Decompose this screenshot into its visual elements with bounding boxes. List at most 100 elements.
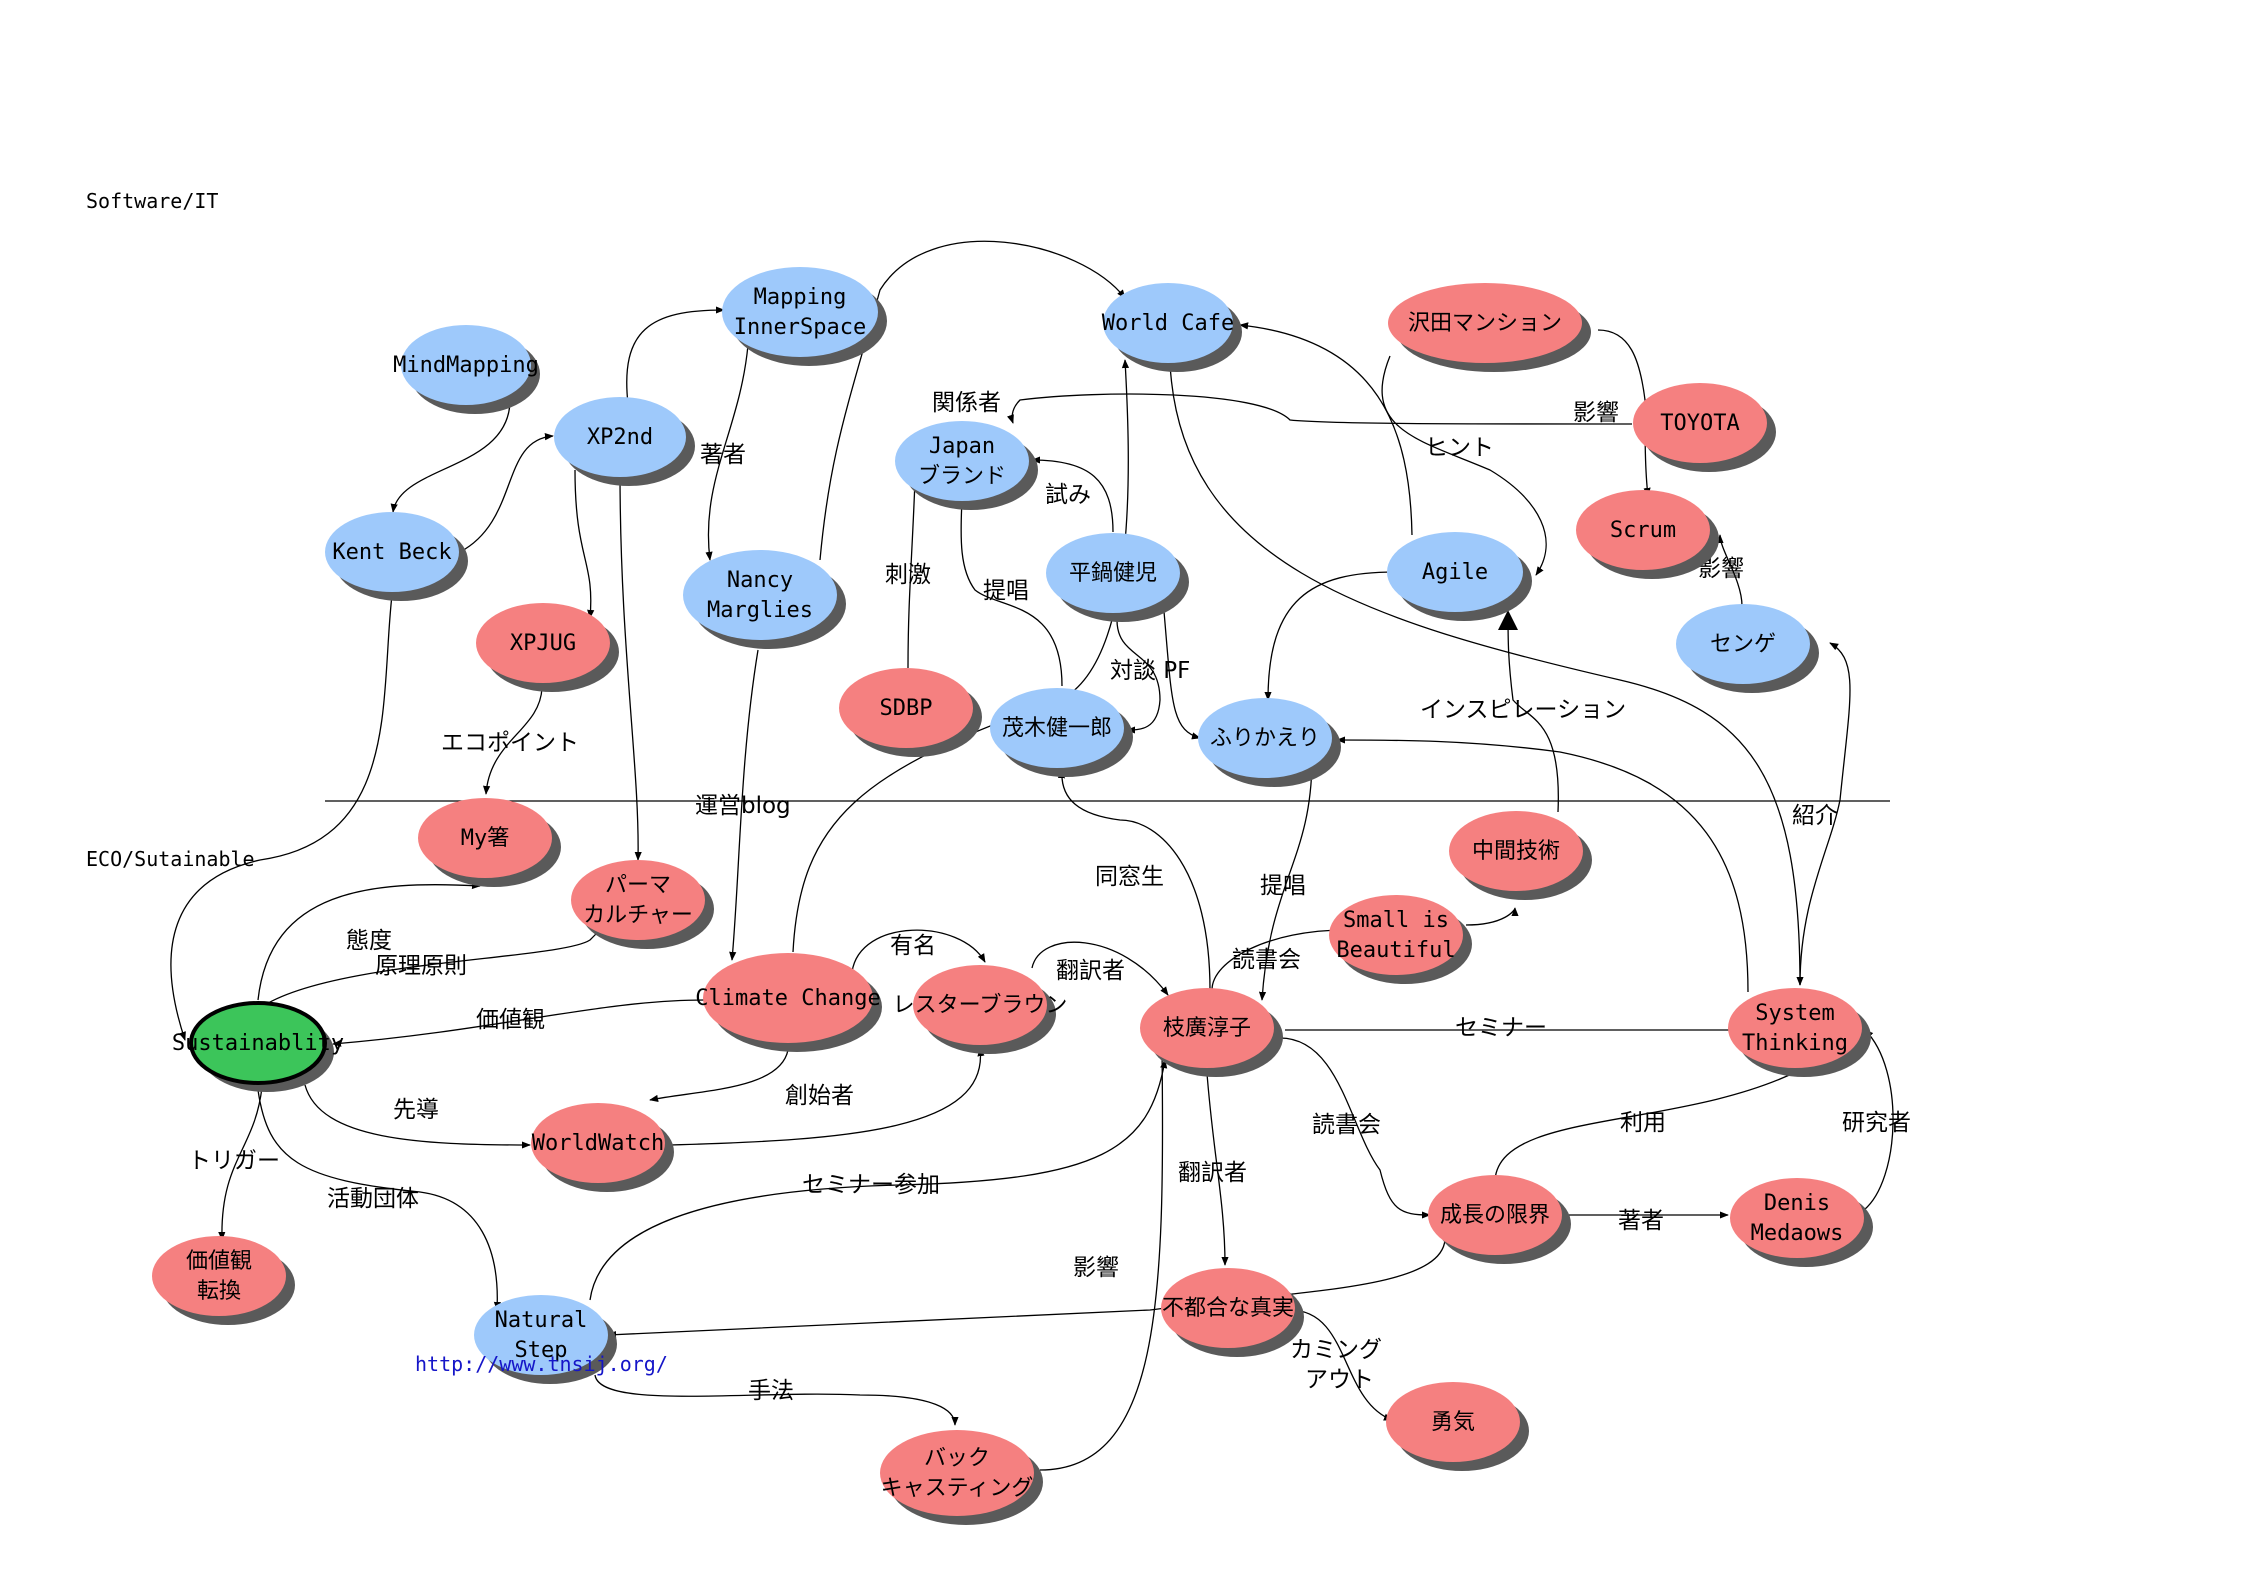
node-label: カルチャー xyxy=(583,903,693,928)
edge-xp2nd-xpjug xyxy=(574,469,595,619)
edge-edahiro-seicho xyxy=(1279,1037,1431,1219)
edge-mapping-nancy xyxy=(705,344,749,561)
edge-edahiro-small xyxy=(1211,926,1346,991)
node-agile[interactable]: Agile xyxy=(1387,532,1532,621)
label-kenkyu: 研究者 xyxy=(1842,1110,1911,1136)
label-seminar: セミナー xyxy=(1455,1015,1547,1041)
edge-climate-brown xyxy=(851,929,986,973)
node-futsugou[interactable]: 不都合な真実 xyxy=(1161,1268,1304,1357)
node-label: 沢田マンション xyxy=(1408,311,1562,336)
label-honyaku2: 翻訳者 xyxy=(1178,1160,1247,1186)
natural-step-url[interactable]: http://www.tnsij.org/ xyxy=(415,1352,668,1376)
node-toyota[interactable]: TOYOTA xyxy=(1633,383,1776,472)
node-label: Small is xyxy=(1343,908,1449,933)
node-shape xyxy=(1633,383,1767,463)
node-worldcafe[interactable]: World Cafe xyxy=(1102,283,1242,372)
node-climate[interactable]: Climate Change xyxy=(695,953,882,1052)
edge-sawada-agile xyxy=(1381,355,1547,576)
edge-edahiro-futsugou xyxy=(1205,1059,1229,1266)
node-label: SDBP xyxy=(880,696,933,721)
edge-system-senge xyxy=(1799,642,1851,986)
label-chosha1: 著者 xyxy=(700,442,746,468)
node-edahiro[interactable]: 枝廣淳子 xyxy=(1140,988,1283,1077)
label-eikyo1: 影響 xyxy=(1573,400,1619,426)
node-sdbp[interactable]: SDBP xyxy=(839,668,982,757)
node-small[interactable]: Small is Beautiful xyxy=(1329,895,1472,984)
node-shape xyxy=(990,688,1124,768)
node-label: 不都合な真実 xyxy=(1162,1296,1294,1321)
node-label: 成長の限界 xyxy=(1440,1203,1550,1228)
edge-xpjug-mybashi xyxy=(483,687,543,795)
node-seicho[interactable]: 成長の限界 xyxy=(1428,1175,1571,1264)
node-label: Natural xyxy=(495,1308,588,1333)
node-label: 勇気 xyxy=(1431,1410,1475,1435)
node-label: XP2nd xyxy=(587,425,653,450)
node-sustain[interactable]: Sustainablity xyxy=(172,1001,344,1092)
node-furikaeri[interactable]: ふりかえり xyxy=(1198,698,1341,787)
label-teisho1: 提唱 xyxy=(983,578,1029,604)
node-label: Climate Change xyxy=(695,986,880,1011)
edge-small-chuukan xyxy=(1465,907,1519,926)
node-yuuki[interactable]: 勇気 xyxy=(1386,1382,1529,1471)
node-label: World Cafe xyxy=(1102,311,1234,336)
label-kankeisha: 関係者 xyxy=(932,390,1001,416)
node-chuukan[interactable]: 中間技術 xyxy=(1449,811,1592,900)
node-label: Beautiful xyxy=(1336,938,1455,963)
node-shape xyxy=(895,421,1029,501)
node-worldwatch[interactable]: WorldWatch xyxy=(531,1103,674,1192)
node-kentbeck[interactable]: Kent Beck xyxy=(325,512,468,601)
node-shape xyxy=(531,1103,665,1183)
node-shape xyxy=(683,550,837,640)
edge-nancy-climate xyxy=(729,649,759,961)
node-shape xyxy=(1728,988,1862,1068)
label-coming2: アウト xyxy=(1305,1367,1374,1393)
node-label: Sustainablity xyxy=(172,1031,344,1056)
node-label: Kent Beck xyxy=(332,540,451,565)
edge-sustain-natural xyxy=(257,1089,501,1311)
node-shape xyxy=(1198,698,1332,778)
label-ecopoint: エコポイント xyxy=(441,730,579,756)
node-xpjug[interactable]: XPJUG xyxy=(476,603,619,692)
edge-nancy-worldcafe xyxy=(819,240,1126,561)
node-hiranabe[interactable]: 平鍋健児 xyxy=(1046,533,1189,622)
node-label: Marglies xyxy=(707,598,813,623)
node-shape xyxy=(913,965,1047,1045)
edge-climate-sustain xyxy=(332,999,706,1047)
node-mindmapping[interactable]: MindMapping xyxy=(393,325,540,414)
node-mybashi[interactable]: My箸 xyxy=(418,798,561,887)
node-shape xyxy=(703,953,873,1043)
label-kachikan: 価値観 xyxy=(476,1007,545,1033)
edge-sustain-worldwatch xyxy=(304,1084,531,1149)
node-scrum[interactable]: Scrum xyxy=(1576,490,1719,579)
label-honyaku1: 翻訳者 xyxy=(1056,958,1125,984)
edge-futsugou-yuuki xyxy=(1289,1309,1393,1421)
edge-natural-backcasting xyxy=(594,1374,959,1426)
node-shape xyxy=(1676,604,1810,684)
section-label-eco: ECO/Sutainable xyxy=(86,847,255,871)
node-label: 中間技術 xyxy=(1472,839,1560,864)
node-brown[interactable]: レスターブラウン xyxy=(893,965,1068,1054)
node-label: レスターブラウン xyxy=(893,993,1068,1018)
node-shape xyxy=(1140,988,1274,1068)
node-mogi[interactable]: 茂木健一郎 xyxy=(990,688,1133,777)
label-soushisha: 創始者 xyxy=(785,1083,854,1109)
edge-agile-worldcafe xyxy=(1239,322,1413,536)
node-label: Agile xyxy=(1422,560,1488,585)
edges xyxy=(170,240,1894,1471)
node-shape xyxy=(325,512,459,592)
node-xp2nd[interactable]: XP2nd xyxy=(554,397,695,486)
node-sawada[interactable]: 沢田マンション xyxy=(1388,283,1591,372)
node-label: Japan xyxy=(929,434,995,459)
edge-worldcafe-system xyxy=(1169,362,1804,986)
node-senge[interactable]: センゲ xyxy=(1676,604,1819,693)
